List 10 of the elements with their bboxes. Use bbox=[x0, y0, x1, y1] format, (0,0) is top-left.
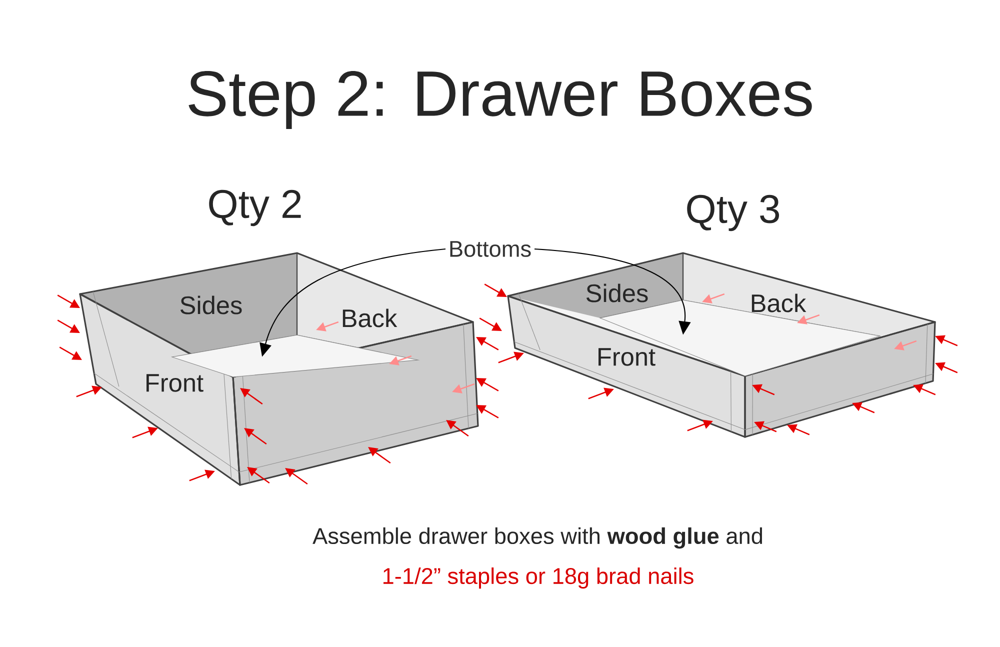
part-label: Front bbox=[598, 348, 656, 366]
quantity-label: Qty 2 bbox=[209, 190, 301, 226]
part-label: Front bbox=[146, 374, 204, 392]
part-label: Back bbox=[752, 294, 806, 312]
title: Step 2: Drawer Boxes bbox=[188, 71, 812, 129]
part-label: Sides bbox=[586, 284, 648, 302]
instruction-text: Assemble drawer boxes with wood glue and bbox=[312, 527, 762, 549]
callout-text: Bottoms bbox=[450, 241, 531, 257]
instruction-text: 1-1/2” staples or 18g brad nails bbox=[384, 567, 694, 589]
quantity-label: Qty 3 bbox=[687, 194, 780, 232]
